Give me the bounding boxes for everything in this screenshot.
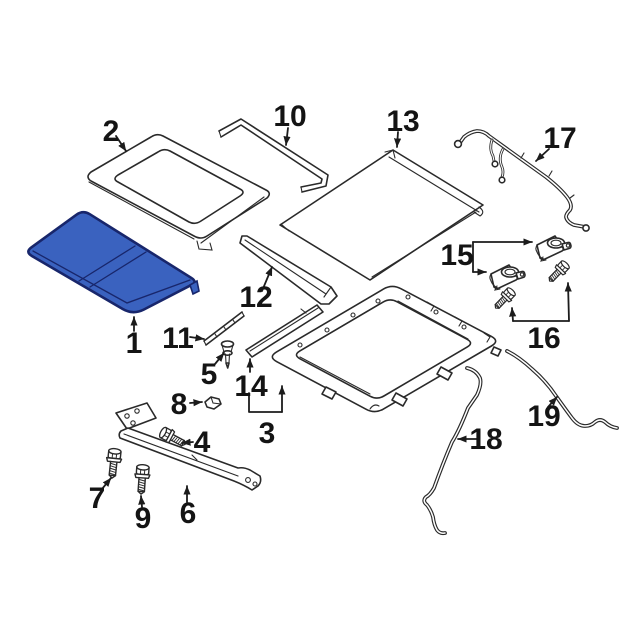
part-12-trim-strip: [239, 235, 338, 305]
panel-tab: [189, 279, 200, 296]
callout-label-8: 8: [171, 388, 188, 421]
callout-label-1: 1: [126, 327, 143, 360]
leader-7: [101, 477, 112, 490]
callout-label-17: 17: [543, 122, 576, 155]
leader-8: [189, 399, 203, 407]
callout-label-6: 6: [180, 497, 197, 530]
part-15-motor-lower: [489, 264, 526, 291]
bracket-16-arrow-upper: [564, 282, 572, 322]
part-10-deflector-strip: [218, 118, 329, 193]
part-9-bolt: [132, 463, 152, 496]
callout-label-5: 5: [201, 358, 218, 391]
part-3-frame-assembly: [271, 285, 502, 413]
part-15-motor-upper: [535, 235, 572, 262]
leader-5: [214, 352, 225, 365]
leader-19: [547, 396, 558, 408]
part-11-rail-strip: [203, 311, 245, 346]
callout-label-11: 11: [162, 322, 194, 355]
callout-label-3: 3: [259, 417, 276, 450]
leader-4: [181, 438, 194, 446]
callout-label-14: 14: [234, 370, 268, 403]
leader-9: [138, 495, 146, 508]
leader-10: [283, 127, 291, 146]
callout-label-15: 15: [440, 239, 473, 272]
panel-fold-lines: [78, 245, 147, 288]
callout-label-13: 13: [386, 105, 419, 138]
part-2-glass-panel: [87, 133, 271, 251]
part-16-screw-upper: [544, 258, 572, 286]
part-5-pin: [220, 340, 235, 369]
callout-labels: 1 2 3 4 5 6 7 8 9 10 11 12 13 14 15 16 1…: [89, 100, 577, 535]
leader-lines: [101, 127, 572, 508]
part-8-clip: [204, 396, 222, 410]
part-7-bolt: [103, 447, 124, 480]
part-1-shade-panel-highlighted: [27, 210, 200, 314]
callout-label-4: 4: [194, 426, 211, 459]
leader-17: [535, 148, 550, 162]
callout-label-19: 19: [527, 400, 560, 433]
callout-label-9: 9: [135, 502, 152, 535]
part-18-drain-hose-left: [422, 366, 483, 536]
part-14-side-rail: [245, 304, 324, 358]
bracket-16-arrow-lower: [509, 307, 517, 322]
glass-opening: [114, 148, 244, 225]
callout-label-16: 16: [527, 322, 560, 355]
leader-12: [261, 266, 273, 292]
leader-13: [393, 131, 402, 148]
part-17-harness: [453, 129, 590, 232]
panel-edge-band: [32, 250, 191, 304]
part-6-rear-bracket: [115, 402, 262, 491]
callout-label-2: 2: [103, 115, 120, 148]
callout-label-7: 7: [89, 482, 106, 515]
callout-label-18: 18: [469, 423, 502, 456]
part-19-drain-hose-right: [505, 349, 619, 430]
callout-label-10: 10: [273, 100, 306, 133]
callout-label-12: 12: [239, 281, 272, 314]
part-13-sunshade-panel: [279, 149, 484, 281]
shade-handle: [473, 206, 484, 217]
leader-2: [115, 135, 127, 152]
bracket-3-14: [248, 392, 283, 413]
leader-11: [189, 334, 205, 342]
